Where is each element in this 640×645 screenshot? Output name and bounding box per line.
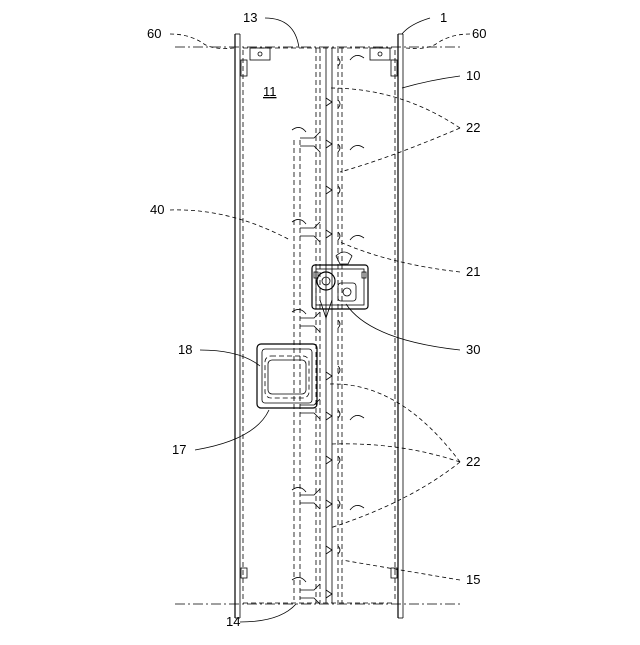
- ref-14-label: 14: [226, 614, 240, 629]
- handle-window: [257, 344, 317, 408]
- ref-30-label: 30: [466, 342, 480, 357]
- ref-17-label: 17: [172, 442, 186, 457]
- center-vertical-lines: [316, 48, 342, 603]
- ref-10-label: 10: [466, 68, 480, 83]
- top-right-bracket: [370, 48, 390, 60]
- latch-bar-guides: [294, 140, 300, 600]
- top-left-bracket: [250, 48, 270, 60]
- ref-21-label: 21: [466, 264, 480, 279]
- ref-11-label: 11: [263, 84, 277, 99]
- bottom-tabs: [241, 60, 397, 578]
- ref-15-label: 15: [466, 572, 480, 587]
- ref-60-left-label: 60: [147, 26, 161, 41]
- ref-40-label: 40: [150, 202, 164, 217]
- ref-22-bottom-label: 22: [466, 454, 480, 469]
- ref-18-label: 18: [178, 342, 192, 357]
- ref-22-top-label: 22: [466, 120, 480, 135]
- right-frame-post: [395, 34, 403, 618]
- fig-number-label: 1: [440, 10, 447, 25]
- ref-13-label: 13: [243, 10, 257, 25]
- left-frame-post: [235, 34, 243, 618]
- ref-60-right-label: 60: [472, 26, 486, 41]
